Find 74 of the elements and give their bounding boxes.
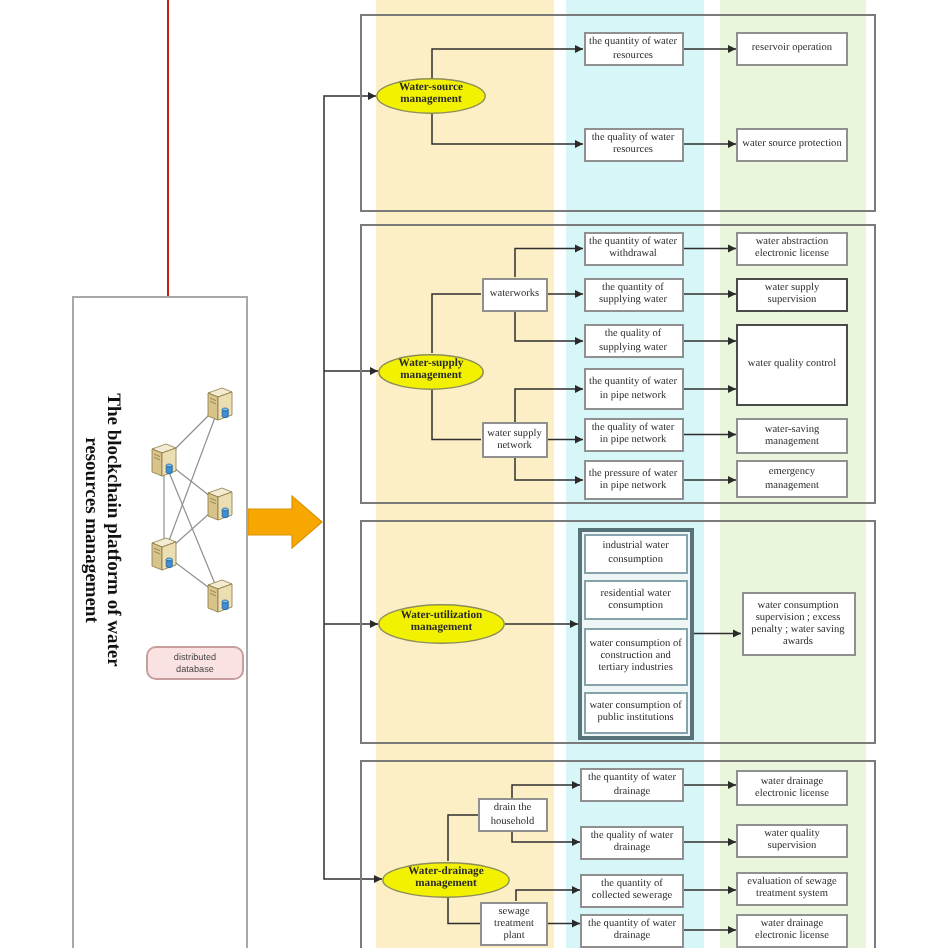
process-box — [736, 913, 848, 947]
connector-arrow — [682, 430, 737, 439]
connector-arrow — [683, 837, 737, 847]
process-box — [580, 873, 684, 907]
process-box — [583, 691, 688, 734]
process-box — [736, 417, 848, 454]
process-box — [583, 417, 683, 452]
connector-arrow — [682, 139, 737, 149]
process-box — [580, 768, 684, 802]
connector-arrow — [514, 384, 584, 423]
connector-arrow — [323, 91, 377, 372]
connector-arrow — [514, 456, 584, 485]
database-tag — [146, 646, 244, 680]
panel-title: The blockchain platform of water resources management — [77, 391, 121, 671]
connector-arrow — [683, 925, 737, 935]
process-box — [736, 823, 848, 858]
connector-arrow — [514, 310, 584, 346]
section-frame — [360, 224, 876, 504]
platform-panel — [72, 296, 248, 948]
connector-arrow — [547, 435, 584, 444]
section-frame — [360, 14, 876, 212]
connector-arrow — [693, 629, 742, 638]
connector-arrow — [511, 780, 581, 799]
connector-line — [431, 388, 482, 441]
process-box — [736, 323, 848, 406]
process-box — [583, 277, 683, 311]
connector-line — [447, 896, 481, 925]
connector-line — [323, 521, 325, 625]
process-box — [736, 32, 848, 66]
process-box — [583, 127, 683, 161]
process-box — [736, 871, 848, 906]
connector-arrow — [323, 366, 379, 376]
connector-arrow — [683, 885, 737, 895]
connector-arrow — [682, 336, 737, 346]
connector-line — [447, 814, 479, 862]
connector-arrow — [514, 244, 584, 278]
connector-line — [431, 293, 482, 354]
connector-arrow — [323, 623, 383, 884]
connector-arrow — [323, 619, 379, 629]
process-box — [478, 798, 547, 832]
section-frame — [360, 520, 876, 744]
connector-arrow — [682, 384, 737, 394]
connector-arrow — [682, 289, 737, 299]
connector-arrow — [504, 619, 579, 629]
connector-line — [323, 370, 325, 523]
connector-arrow — [682, 475, 737, 485]
process-box — [736, 277, 848, 312]
connector-arrow — [682, 44, 737, 54]
connector-line — [167, 0, 169, 297]
group-frame — [578, 527, 694, 740]
process-box — [736, 232, 848, 265]
connector-arrow — [682, 244, 737, 253]
connector-arrow — [431, 44, 584, 79]
process-box — [583, 460, 683, 500]
connector-arrow — [431, 113, 584, 149]
process-box — [480, 901, 548, 946]
process-box — [736, 770, 848, 805]
connector-arrow — [515, 885, 581, 902]
process-box — [583, 368, 683, 410]
process-box — [580, 913, 684, 947]
process-box — [736, 127, 848, 161]
process-box — [583, 324, 683, 358]
process-box — [481, 277, 548, 311]
connector-arrow — [547, 289, 584, 299]
connector-arrow — [511, 831, 581, 847]
process-box — [580, 825, 684, 859]
process-box — [736, 460, 848, 498]
connector-arrow — [547, 919, 581, 928]
process-box — [583, 580, 688, 620]
connector-arrow — [683, 780, 737, 790]
process-box — [583, 533, 688, 573]
section-frame — [360, 760, 876, 948]
process-box — [583, 627, 688, 685]
block-arrow — [247, 494, 323, 550]
